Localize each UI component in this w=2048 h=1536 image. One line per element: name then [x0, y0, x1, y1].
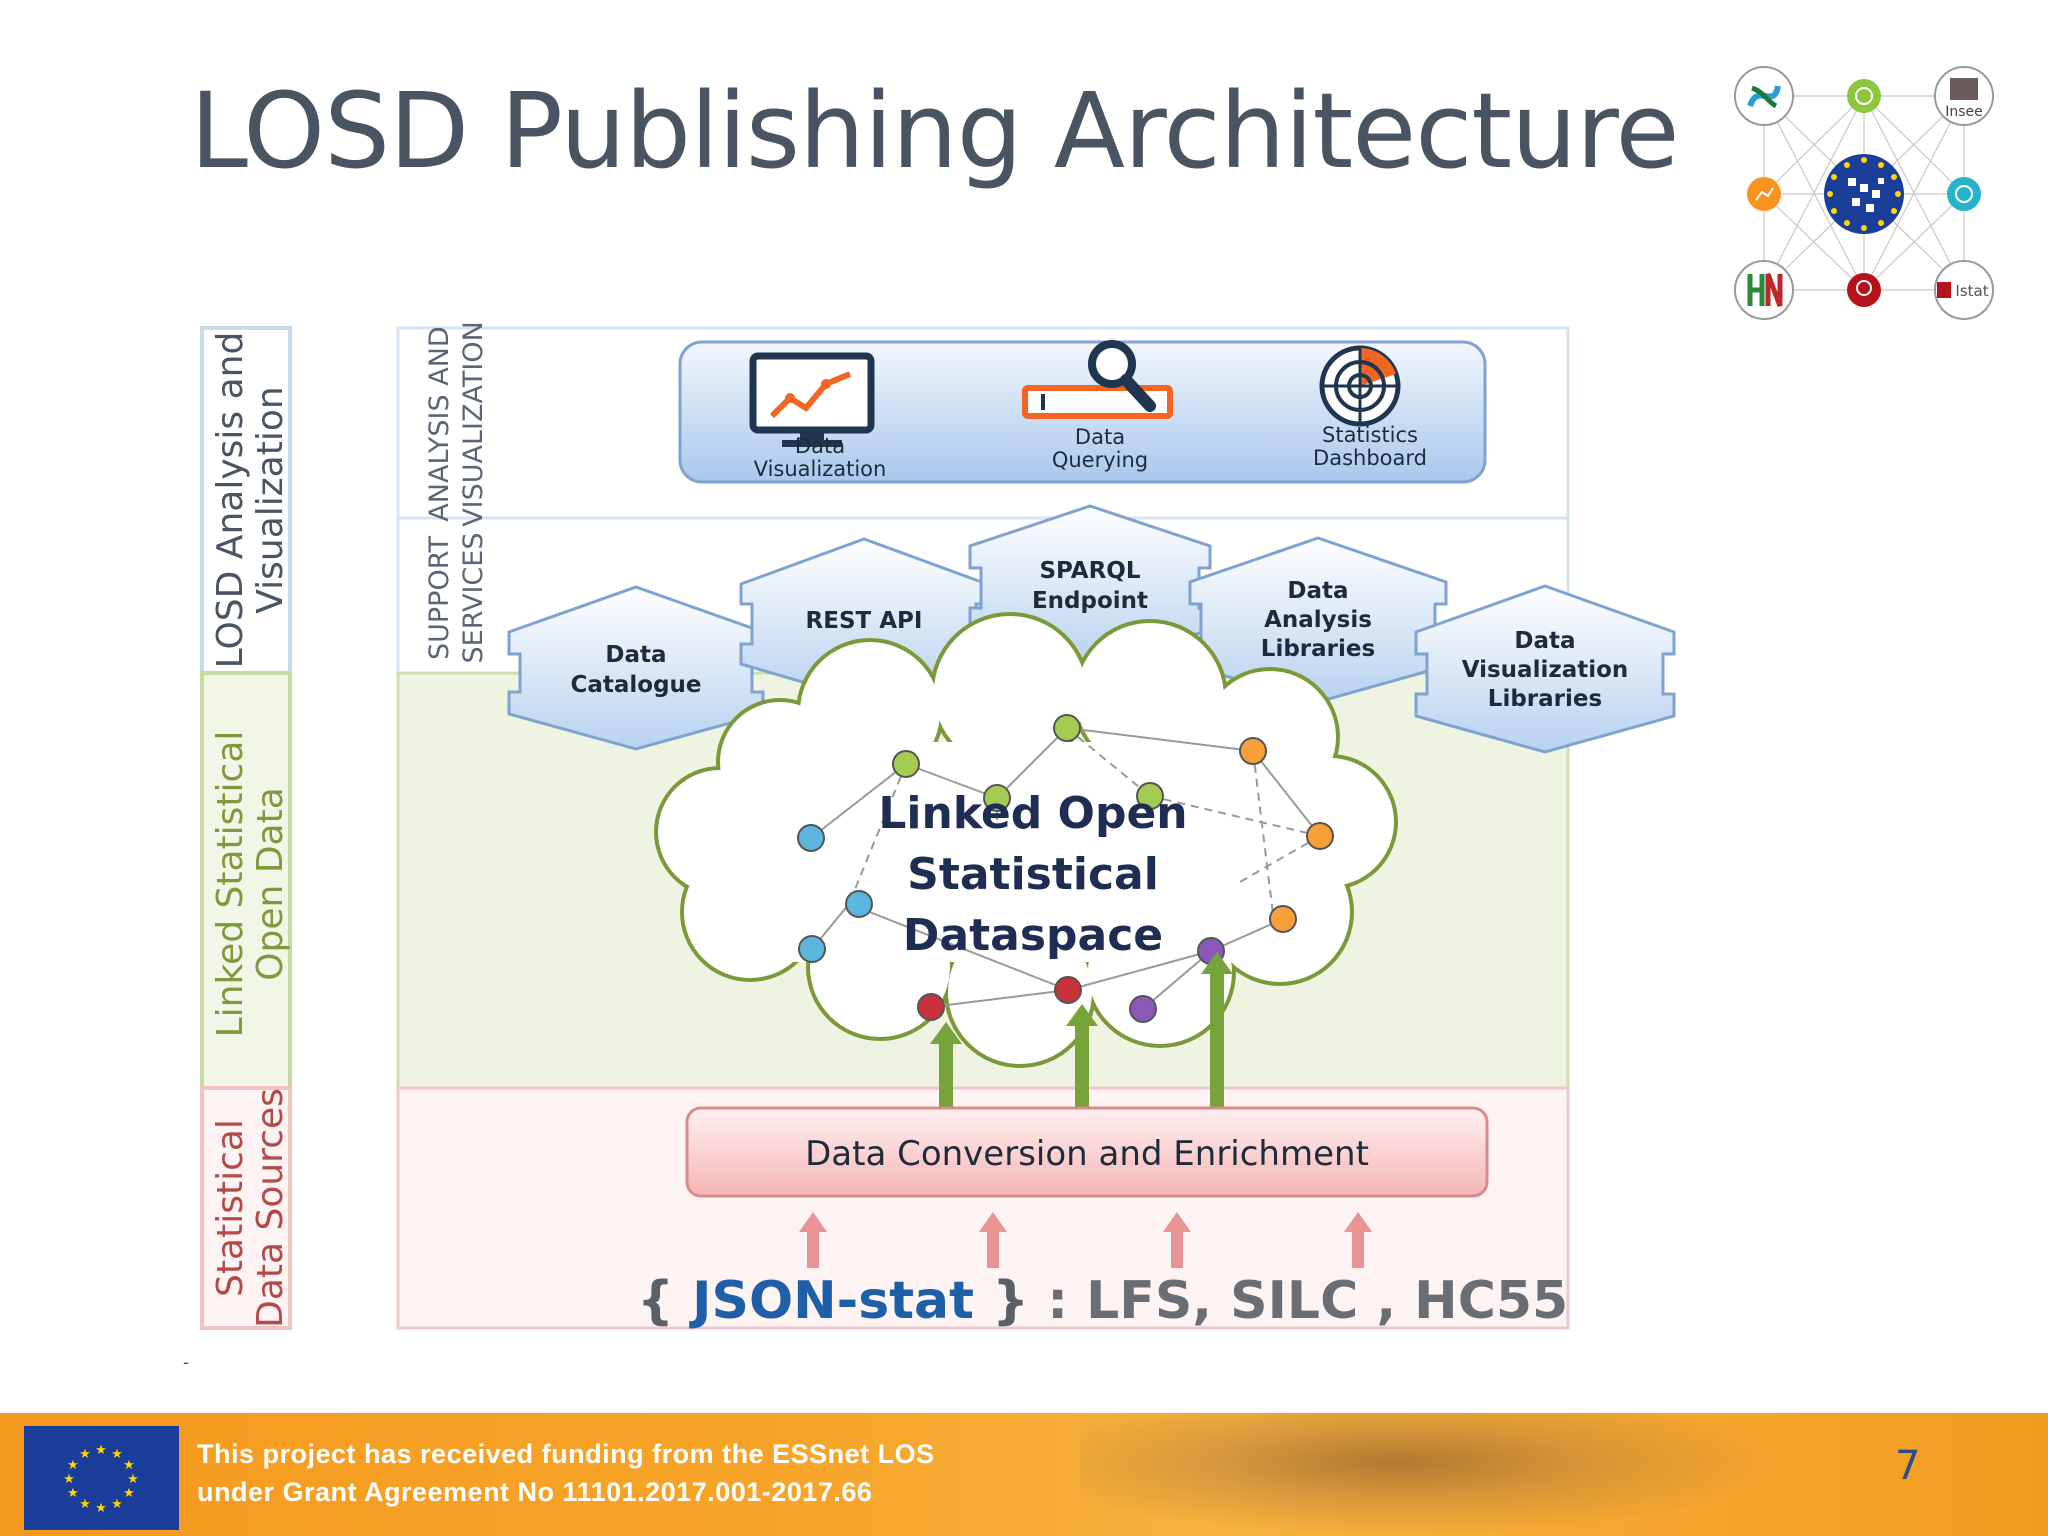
data-visualization-libraries-service — [1414, 584, 1676, 754]
green-node — [1053, 714, 1081, 742]
rest-api-label: REST API — [806, 608, 923, 634]
analysis-lib-label-3: Libraries — [1261, 636, 1375, 662]
svg-text:★: ★ — [67, 1486, 79, 1501]
analysis-lib-label-1: Data — [1287, 578, 1348, 604]
viz-lib-label-2: Visualization — [1462, 657, 1629, 683]
insee-label: Insee — [1945, 104, 1983, 120]
data-querying-tool — [1022, 340, 1173, 419]
orange-node — [1239, 737, 1267, 765]
layer-sources-label-1: Statistical — [210, 1119, 251, 1297]
layer-linked-label-2: Open Data — [250, 787, 291, 981]
data-conversion-box — [685, 1106, 1489, 1198]
open-brace: { — [637, 1271, 674, 1331]
inner-analysis-label-1: ANALYSIS AND — [424, 326, 455, 521]
monitor-icon — [749, 352, 875, 434]
query-tool-label-2: Querying — [1052, 448, 1148, 472]
layer-analysis-label-2: Visualization — [250, 386, 291, 613]
green-node — [892, 750, 920, 778]
inner-analysis-label-2: VISUALIZATION — [458, 322, 489, 527]
pink-up-arrows — [799, 1212, 1372, 1268]
catalogue-label-1: Data — [605, 642, 666, 668]
cloud-label-1: Linked Open — [878, 788, 1187, 839]
blue-node — [845, 890, 873, 918]
layer-linked-data-column — [200, 671, 292, 1090]
red-node — [917, 993, 945, 1021]
data-conversion-label: Data Conversion and Enrichment — [805, 1134, 1369, 1174]
svg-text:★: ★ — [111, 1497, 123, 1512]
green-globe-icon — [1847, 79, 1881, 113]
svg-text:★: ★ — [127, 1472, 139, 1487]
viz-tool-label-2: Visualization — [754, 457, 887, 481]
cyan-pie-icon — [1947, 177, 1981, 211]
layer-sources-column — [200, 1086, 292, 1330]
svg-text:★: ★ — [123, 1486, 135, 1501]
analysis-lib-label-2: Analysis — [1264, 607, 1372, 633]
inner-support-label-1: SUPPORT — [424, 535, 455, 660]
footer-texture — [1080, 1413, 1780, 1536]
cloud-label-3: Dataspace — [903, 910, 1163, 961]
svg-text:★: ★ — [79, 1497, 91, 1512]
blue-node — [797, 824, 825, 852]
istat-logo-icon — [1934, 260, 1994, 320]
green-node — [983, 784, 1011, 812]
svg-text:★: ★ — [95, 1501, 107, 1516]
viz-tool-label-1: Data — [795, 434, 845, 458]
partner-network-logo: Insee Istat — [1734, 66, 1994, 320]
magnifier-icon — [1088, 340, 1136, 388]
sparql-label-1: SPARQL — [1039, 558, 1140, 584]
red-node — [1054, 976, 1082, 1004]
statistics-dashboard-tool — [1319, 345, 1401, 427]
datasets-label: : LFS, SILC , HC55 — [1047, 1271, 1568, 1331]
stray-dash: - — [183, 1352, 189, 1372]
cloud-label-2: Statistical — [907, 849, 1159, 900]
dashboard-tool-label-2: Dashboard — [1313, 446, 1427, 470]
close-brace: } — [992, 1271, 1029, 1331]
orange-node — [1269, 905, 1297, 933]
eu-center-icon — [1824, 154, 1904, 234]
page-number: 7 — [1895, 1443, 1921, 1489]
page-title: LOSD Publishing Architecture — [190, 70, 1680, 192]
sources-line: { JSON-stat } : LFS, SILC , HC55 — [637, 1271, 1568, 1331]
svg-text:★: ★ — [79, 1447, 91, 1462]
architecture-diagram: LOSD Analysis and Visualization Linked S… — [200, 322, 1676, 1331]
layer-analysis-label-1: LOSD Analysis and — [210, 332, 251, 669]
purple-node — [1129, 995, 1157, 1023]
footer-bar: ★★★ ★★★ ★★★ ★★★ This project has receive… — [0, 1413, 2048, 1536]
eu-flag-icon: ★★★ ★★★ ★★★ ★★★ — [24, 1426, 179, 1530]
svg-text:★: ★ — [123, 1458, 135, 1473]
inner-support-label-2: SERVICES — [458, 533, 489, 664]
viz-lib-label-1: Data — [1514, 628, 1575, 654]
svg-text:★: ★ — [111, 1447, 123, 1462]
funding-line-2: under Grant Agreement No 11101.2017.001-… — [197, 1477, 873, 1507]
svg-text:★: ★ — [63, 1472, 75, 1487]
data-visualization-tool — [749, 352, 875, 447]
svg-text:★: ★ — [67, 1458, 79, 1473]
layer-sources-label-2: Data Sources — [250, 1088, 291, 1328]
json-stat-label: JSON-stat — [689, 1271, 974, 1331]
layer-linked-label-1: Linked Statistical — [210, 731, 251, 1038]
catalogue-label-2: Catalogue — [570, 672, 701, 698]
funding-line-1: This project has received funding from t… — [197, 1439, 935, 1469]
linked-open-statistical-dataspace-cloud: Linked Open Statistical Dataspace — [654, 612, 1398, 1068]
funding-notice: This project has received funding from t… — [197, 1435, 935, 1511]
svg-text:★: ★ — [95, 1443, 107, 1458]
istat-label: Istat — [1955, 282, 1988, 300]
orange-node — [1306, 822, 1334, 850]
dashboard-tool-label-1: Statistics — [1322, 423, 1418, 447]
sparql-label-2: Endpoint — [1032, 588, 1148, 614]
viz-lib-label-3: Libraries — [1488, 686, 1602, 712]
blue-node — [798, 935, 826, 963]
red-chat-icon — [1847, 273, 1881, 307]
query-tool-label-1: Data — [1075, 425, 1125, 449]
green-node — [1136, 782, 1164, 810]
